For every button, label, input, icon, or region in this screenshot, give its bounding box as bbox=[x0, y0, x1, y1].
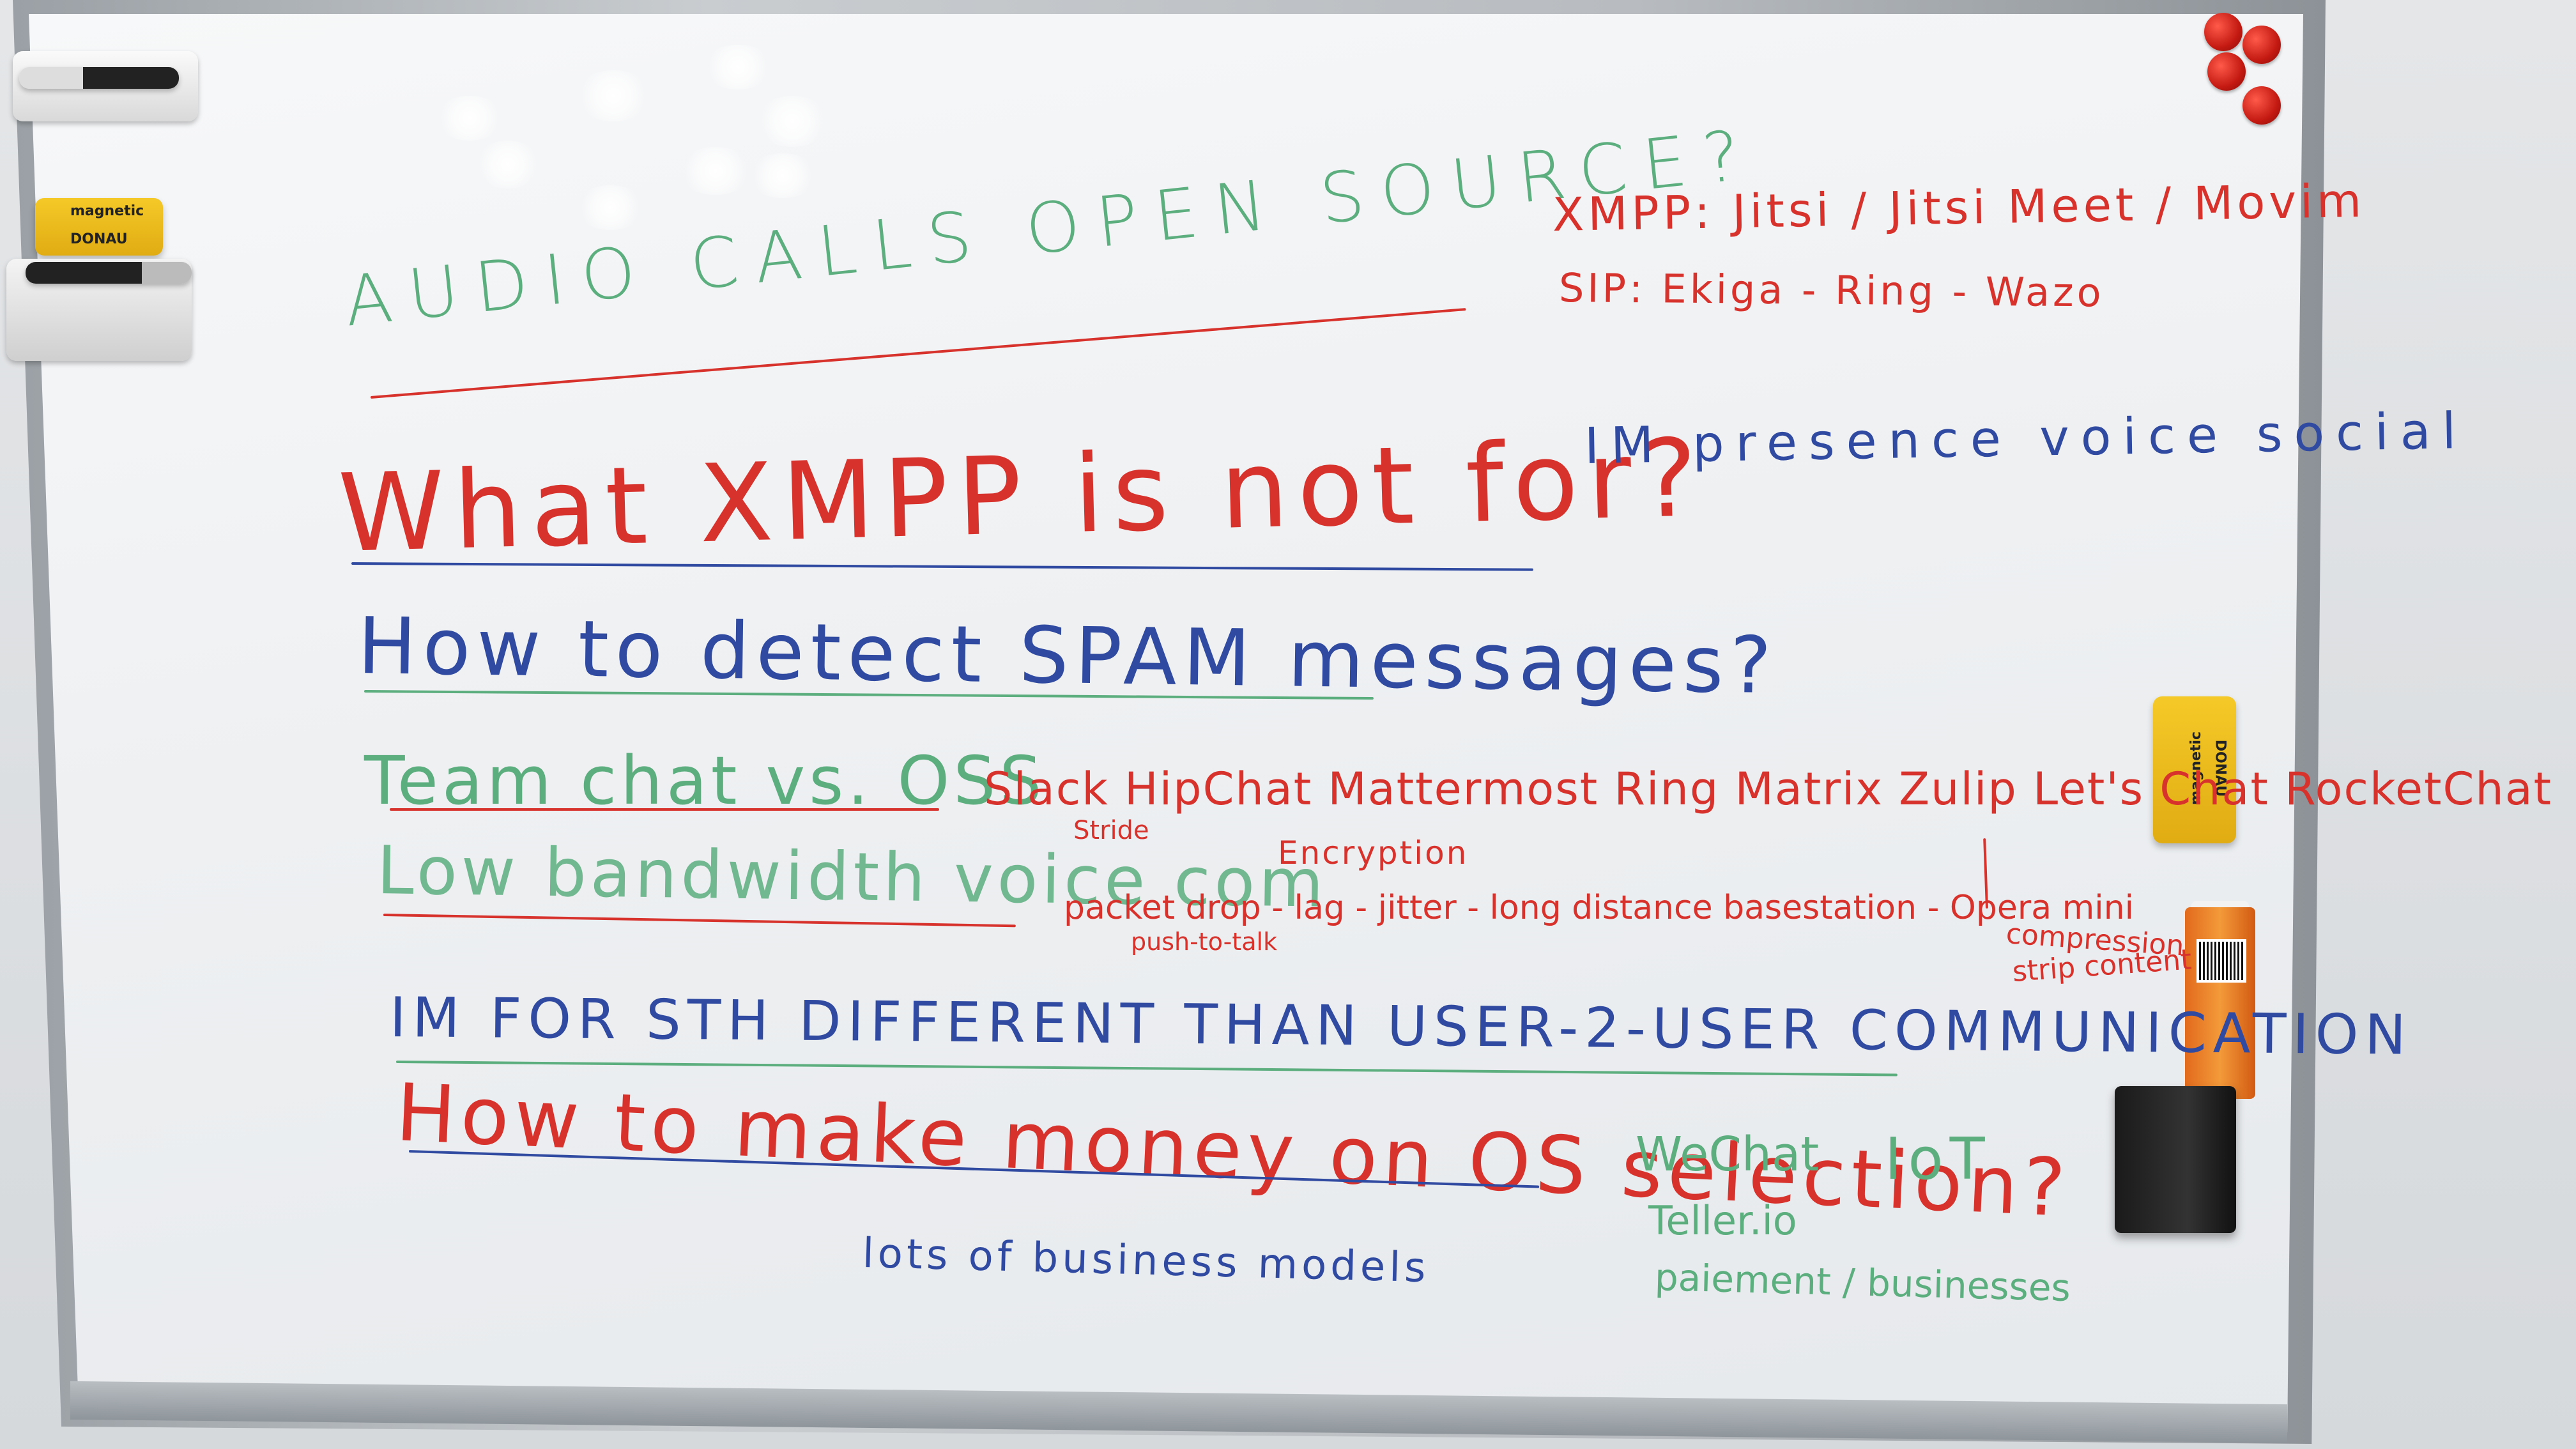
underline bbox=[390, 808, 939, 811]
packet-drop-note: packet drop - lag - jitter - long distan… bbox=[1064, 889, 2135, 927]
push-to-talk-note: push-to-talk bbox=[1131, 928, 1278, 956]
light-reflection bbox=[473, 141, 543, 188]
team-chat-tools: Slack HipChat Mattermost Ring Matrix Zul… bbox=[984, 763, 2553, 815]
eraser-maker-label: DONAU bbox=[70, 231, 128, 247]
sip-clients-note: SIP: Ekiga - Ring - Wazo bbox=[1558, 264, 2104, 316]
red-magnet bbox=[2242, 26, 2281, 64]
red-magnet bbox=[2204, 13, 2242, 51]
red-magnet bbox=[2242, 86, 2281, 125]
teller-note: Teller.io bbox=[1648, 1197, 1797, 1244]
red-magnet bbox=[2207, 52, 2246, 91]
light-reflection bbox=[575, 70, 652, 121]
team-chat-note: Team chat vs. OSS bbox=[364, 742, 1046, 820]
black-marker bbox=[26, 262, 192, 284]
stride-note: Stride bbox=[1073, 816, 1149, 845]
whiteboard-surface bbox=[29, 14, 2303, 1432]
encryption-note: Encryption bbox=[1278, 834, 1469, 871]
light-reflection bbox=[575, 185, 645, 230]
light-reflection bbox=[747, 153, 818, 198]
light-reflection bbox=[677, 147, 754, 195]
light-reflection bbox=[754, 96, 831, 147]
im-features-note: IM presence voice social bbox=[1584, 402, 2468, 475]
eraser-brand-label: magnetic bbox=[70, 203, 144, 219]
barcode-label bbox=[2196, 939, 2246, 983]
black-marker bbox=[19, 67, 179, 89]
black-marker-holder bbox=[2115, 1086, 2236, 1233]
magnetic-eraser-left bbox=[35, 198, 163, 256]
magnetic-eraser-right bbox=[2153, 696, 2236, 843]
light-reflection bbox=[703, 45, 773, 89]
wechat-note: WeChat bbox=[1636, 1127, 1820, 1182]
spam-heading: How to detect SPAM messages? bbox=[357, 601, 1779, 712]
im-for-sth-heading: IM FOR STH DIFFERENT THAN USER-2-USER CO… bbox=[389, 986, 2413, 1068]
payment-note: paiement / businesses bbox=[1654, 1255, 2071, 1310]
iot-note: IoT bbox=[1885, 1126, 1991, 1193]
light-reflection bbox=[434, 96, 505, 141]
